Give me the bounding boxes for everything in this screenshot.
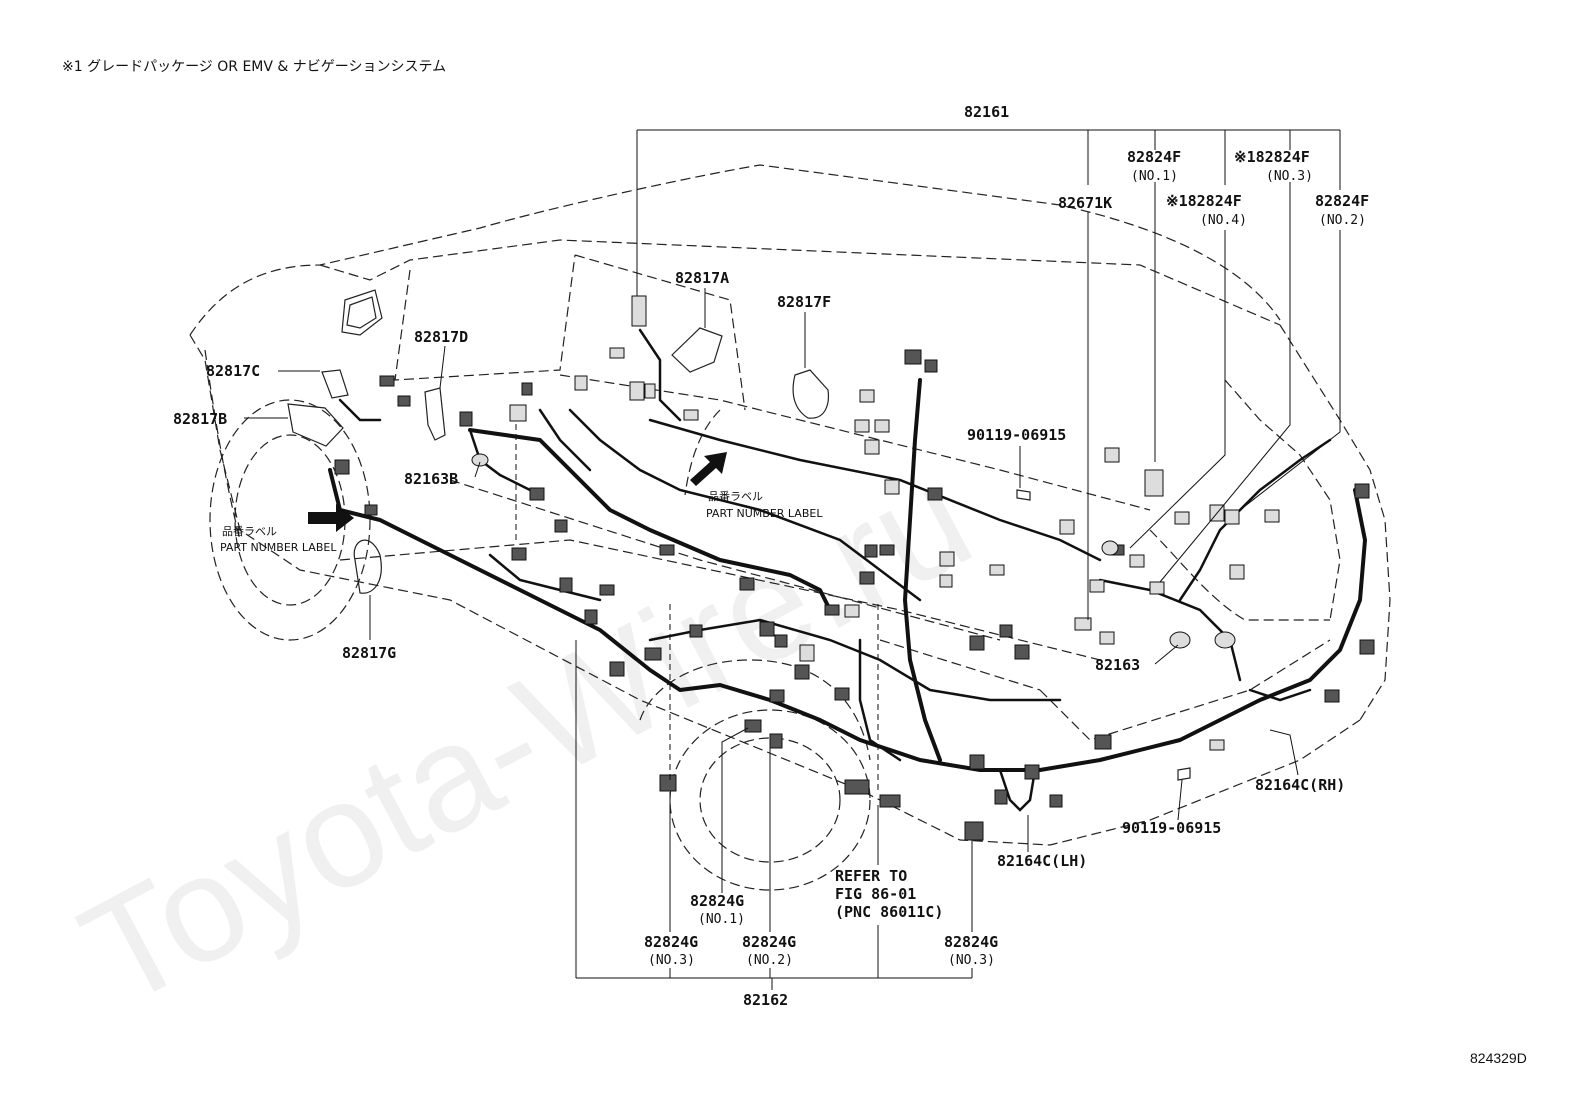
label-82163B: 82163B	[404, 470, 458, 488]
label-90119-bottom: 90119-06915	[1122, 819, 1221, 837]
label-82817B: 82817B	[173, 410, 227, 428]
label-82824F-no3: ※182824F	[1234, 148, 1310, 166]
refer-to-line1: REFER TO	[835, 867, 907, 885]
label-82817C: 82817C	[206, 362, 260, 380]
part-label-jp-left: 品番ラベル	[222, 525, 277, 538]
label-82163: 82163	[1095, 656, 1140, 674]
label-82824F-no4: ※182824F	[1166, 192, 1242, 210]
label-82824F-no1-sub: (NO.1)	[1131, 169, 1178, 184]
label-82817A: 82817A	[675, 269, 729, 287]
label-82824F-no2-sub: (NO.2)	[1319, 213, 1366, 228]
label-82824F-no3-sub: (NO.3)	[1266, 169, 1313, 184]
label-82824F-no4-sub: (NO.4)	[1200, 213, 1247, 228]
label-82824F-no2: 82824F	[1315, 192, 1369, 210]
label-82164C-RH: 82164C(RH)	[1255, 776, 1345, 794]
label-82817F: 82817F	[777, 293, 831, 311]
label-90119-top: 90119-06915	[967, 426, 1066, 444]
label-82671K: 82671K	[1058, 194, 1112, 212]
figure-code: 824329D	[1470, 1050, 1527, 1066]
label-82162: 82162	[743, 991, 788, 1009]
part-label-en-mid: PART NUMBER LABEL	[706, 507, 823, 520]
label-82824G-no2: 82824G	[742, 933, 796, 951]
vehicle-outline	[189, 164, 1391, 891]
label-82824G-no1-sub: (NO.1)	[698, 912, 745, 927]
label-82824G-no3a: 82824G	[644, 933, 698, 951]
label-82164C-LH: 82164C(LH)	[997, 852, 1087, 870]
watermark: Toyota-Wire.ru	[56, 432, 996, 1038]
label-82161: 82161	[964, 103, 1009, 121]
label-82817G: 82817G	[342, 644, 396, 662]
label-82824G-no1: 82824G	[690, 892, 744, 910]
arrow-icon-mid	[690, 452, 727, 486]
connectors	[287, 295, 1375, 841]
label-82824G-no3a-sub: (NO.3)	[648, 953, 695, 968]
label-82817D: 82817D	[414, 328, 468, 346]
part-label-jp-mid: 品番ラベル	[708, 490, 763, 503]
arrow-icon-left	[308, 504, 354, 532]
label-82824G-no3b-sub: (NO.3)	[948, 953, 995, 968]
part-labels: 82161 82824F (NO.1) ※182824F (NO.3) 8267…	[173, 103, 1369, 1009]
refer-to-line2: FIG 86-01	[835, 885, 916, 903]
refer-to-line3: (PNC 86011C)	[835, 903, 943, 921]
label-82824G-no2-sub: (NO.2)	[746, 953, 793, 968]
label-82824G-no3b: 82824G	[944, 933, 998, 951]
header-note: ※1 グレードパッケージ OR EMV & ナビゲーションシステム	[62, 59, 446, 75]
part-label-en-left: PART NUMBER LABEL	[220, 541, 337, 554]
leader-lines	[244, 129, 1341, 990]
label-82824F-no1: 82824F	[1127, 148, 1181, 166]
